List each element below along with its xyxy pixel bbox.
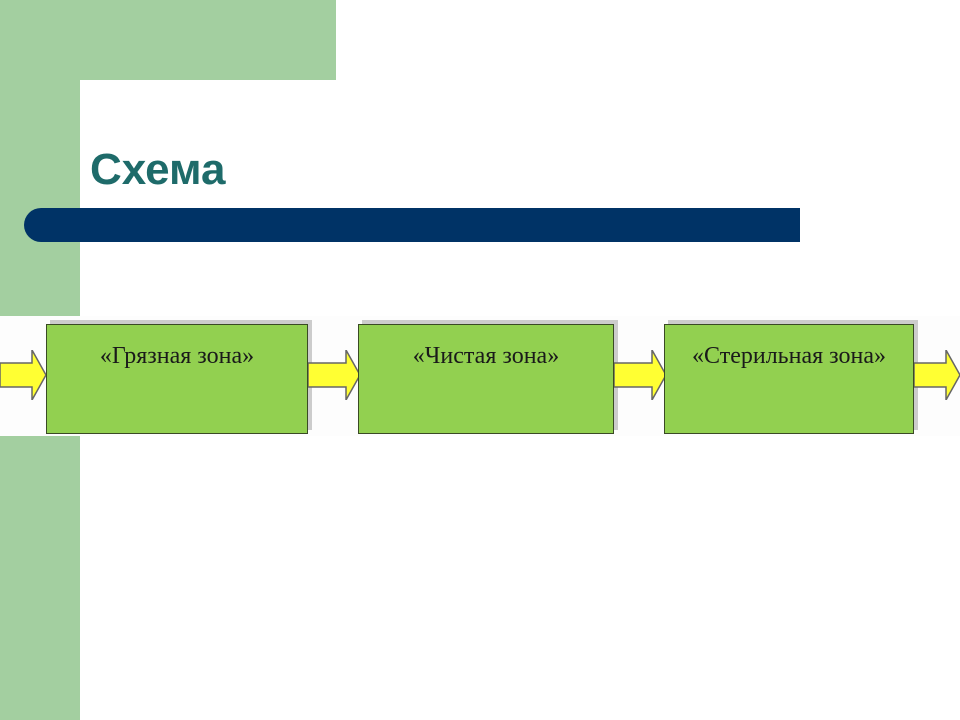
title-underline-bar (24, 208, 800, 242)
background-rounded-corner (80, 80, 140, 140)
zone-box-clean: «Чистая зона» (358, 324, 614, 434)
arrow-icon-2 (308, 350, 360, 400)
arrow-icon-1 (0, 350, 46, 400)
zone-box-dirty: «Грязная зона» (46, 324, 308, 434)
arrow-icon-3 (614, 350, 666, 400)
arrow-icon-4 (914, 350, 960, 400)
slide-title: Схема (90, 145, 226, 194)
zone-box-sterile: «Стерильная зона» (664, 324, 914, 434)
